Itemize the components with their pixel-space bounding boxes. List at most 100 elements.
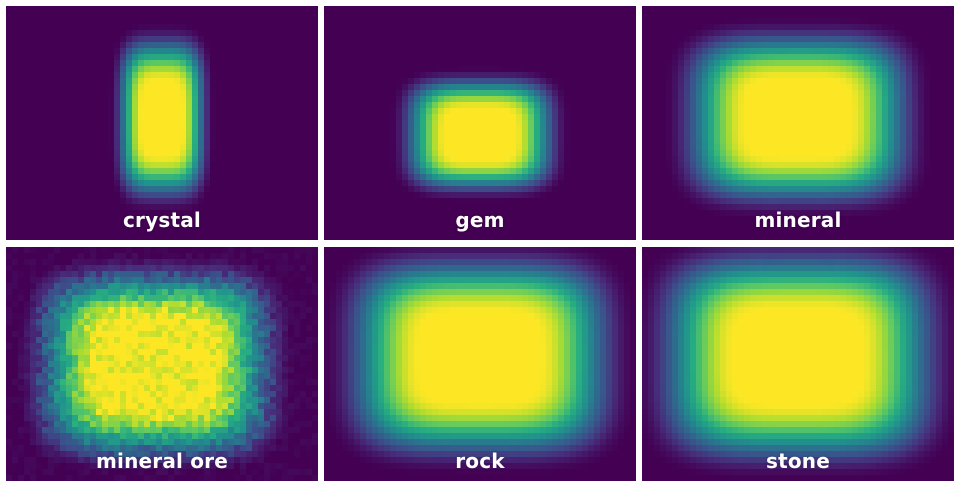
heatmap-cell <box>228 126 235 133</box>
heatmap-cell <box>438 90 445 97</box>
heatmap-cell <box>414 162 421 169</box>
heatmap-cell <box>180 24 187 31</box>
heatmap-cell <box>522 48 529 55</box>
heatmap-cell <box>588 6 595 13</box>
heatmap-cell <box>894 84 901 91</box>
heatmap-cell <box>360 228 367 235</box>
heatmap-cell <box>306 222 313 229</box>
heatmap-cell <box>708 42 715 49</box>
heatmap-cell <box>846 18 853 25</box>
heatmap-cell <box>858 60 865 67</box>
heatmap-cell <box>372 150 379 157</box>
heatmap-cell <box>696 6 703 13</box>
heatmap-cell <box>480 168 487 175</box>
heatmap-cell <box>414 18 421 25</box>
heatmap-cell <box>570 66 577 73</box>
heatmap-cell <box>42 132 49 139</box>
heatmap-cell <box>360 6 367 13</box>
heatmap-cell <box>918 96 925 103</box>
heatmap-cell <box>906 102 913 109</box>
heatmap-cell <box>354 18 361 25</box>
heatmap-cell <box>174 60 181 67</box>
heatmap-cell <box>630 222 636 229</box>
heatmap-cell <box>150 192 157 199</box>
heatmap-cell <box>42 180 49 187</box>
heatmap-cell <box>330 192 337 199</box>
heatmap-cell <box>522 156 529 163</box>
heatmap-cell <box>60 114 67 121</box>
heatmap-cell <box>162 222 169 229</box>
heatmap-cell <box>144 90 151 97</box>
heatmap-cell <box>588 108 595 115</box>
heatmap-cell <box>144 120 151 127</box>
heatmap-cell <box>630 18 636 25</box>
heatmap-cell <box>408 150 415 157</box>
heatmap-cell <box>246 150 253 157</box>
heatmap-cell <box>12 54 19 61</box>
heatmap-cell <box>210 222 217 229</box>
heatmap-cell <box>810 60 817 67</box>
heatmap-cell <box>750 78 757 85</box>
heatmap-cell <box>504 84 511 91</box>
heatmap-cell <box>114 204 121 211</box>
heatmap-cell <box>546 186 553 193</box>
heatmap-cell <box>330 180 337 187</box>
heatmap-cell <box>246 114 253 121</box>
heatmap-cell <box>162 144 169 151</box>
heatmap-cell <box>234 150 241 157</box>
heatmap-cell <box>558 222 565 229</box>
heatmap-cell <box>144 108 151 115</box>
heatmap-cell <box>288 234 295 240</box>
heatmap-cell <box>624 48 631 55</box>
heatmap-cell <box>642 12 649 19</box>
heatmap-cell <box>36 96 43 103</box>
heatmap-cell <box>228 192 235 199</box>
heatmap-cell <box>60 150 67 157</box>
heatmap-cell <box>252 192 259 199</box>
heatmap-cell <box>342 48 349 55</box>
heatmap-cell <box>276 132 283 139</box>
heatmap-cell <box>870 102 877 109</box>
heatmap-cell <box>162 96 169 103</box>
heatmap-cell <box>516 144 523 151</box>
heatmap-cell <box>882 6 889 13</box>
heatmap-cell <box>450 234 457 240</box>
heatmap-cell <box>108 144 115 151</box>
heatmap-cell <box>210 72 217 79</box>
heatmap-cell <box>474 162 481 169</box>
heatmap-cell <box>168 60 175 67</box>
heatmap-cell <box>438 204 445 211</box>
heatmap-cell <box>618 120 625 127</box>
heatmap-cell <box>852 84 859 91</box>
heatmap-cell <box>408 120 415 127</box>
heatmap-cell <box>114 48 121 55</box>
heatmap-cell <box>528 168 535 175</box>
heatmap-cell <box>396 210 403 217</box>
heatmap-cell <box>96 144 103 151</box>
heatmap-cell <box>594 150 601 157</box>
heatmap-cell <box>426 66 433 73</box>
heatmap-cell <box>756 102 763 109</box>
heatmap-cell <box>582 156 589 163</box>
heatmap-cell <box>168 216 175 223</box>
heatmap-cell <box>390 42 397 49</box>
heatmap-cell <box>708 30 715 37</box>
heatmap-cell <box>126 228 133 235</box>
heatmap-cell <box>444 234 451 240</box>
heatmap-cell <box>198 234 205 240</box>
heatmap-cell <box>354 114 361 121</box>
heatmap-cell <box>84 198 91 205</box>
heatmap-cell <box>264 6 271 13</box>
heatmap-cell <box>342 108 349 115</box>
heatmap-cell <box>588 192 595 199</box>
heatmap-cell <box>264 210 271 217</box>
heatmap-cell <box>486 72 493 79</box>
heatmap-cell <box>30 228 37 235</box>
heatmap-cell <box>390 228 397 235</box>
heatmap-cell <box>204 150 211 157</box>
heatmap-cell <box>924 30 931 37</box>
heatmap-cell <box>240 102 247 109</box>
heatmap-cell <box>366 90 373 97</box>
heatmap-cell <box>198 60 205 67</box>
heatmap-cell <box>864 108 871 115</box>
